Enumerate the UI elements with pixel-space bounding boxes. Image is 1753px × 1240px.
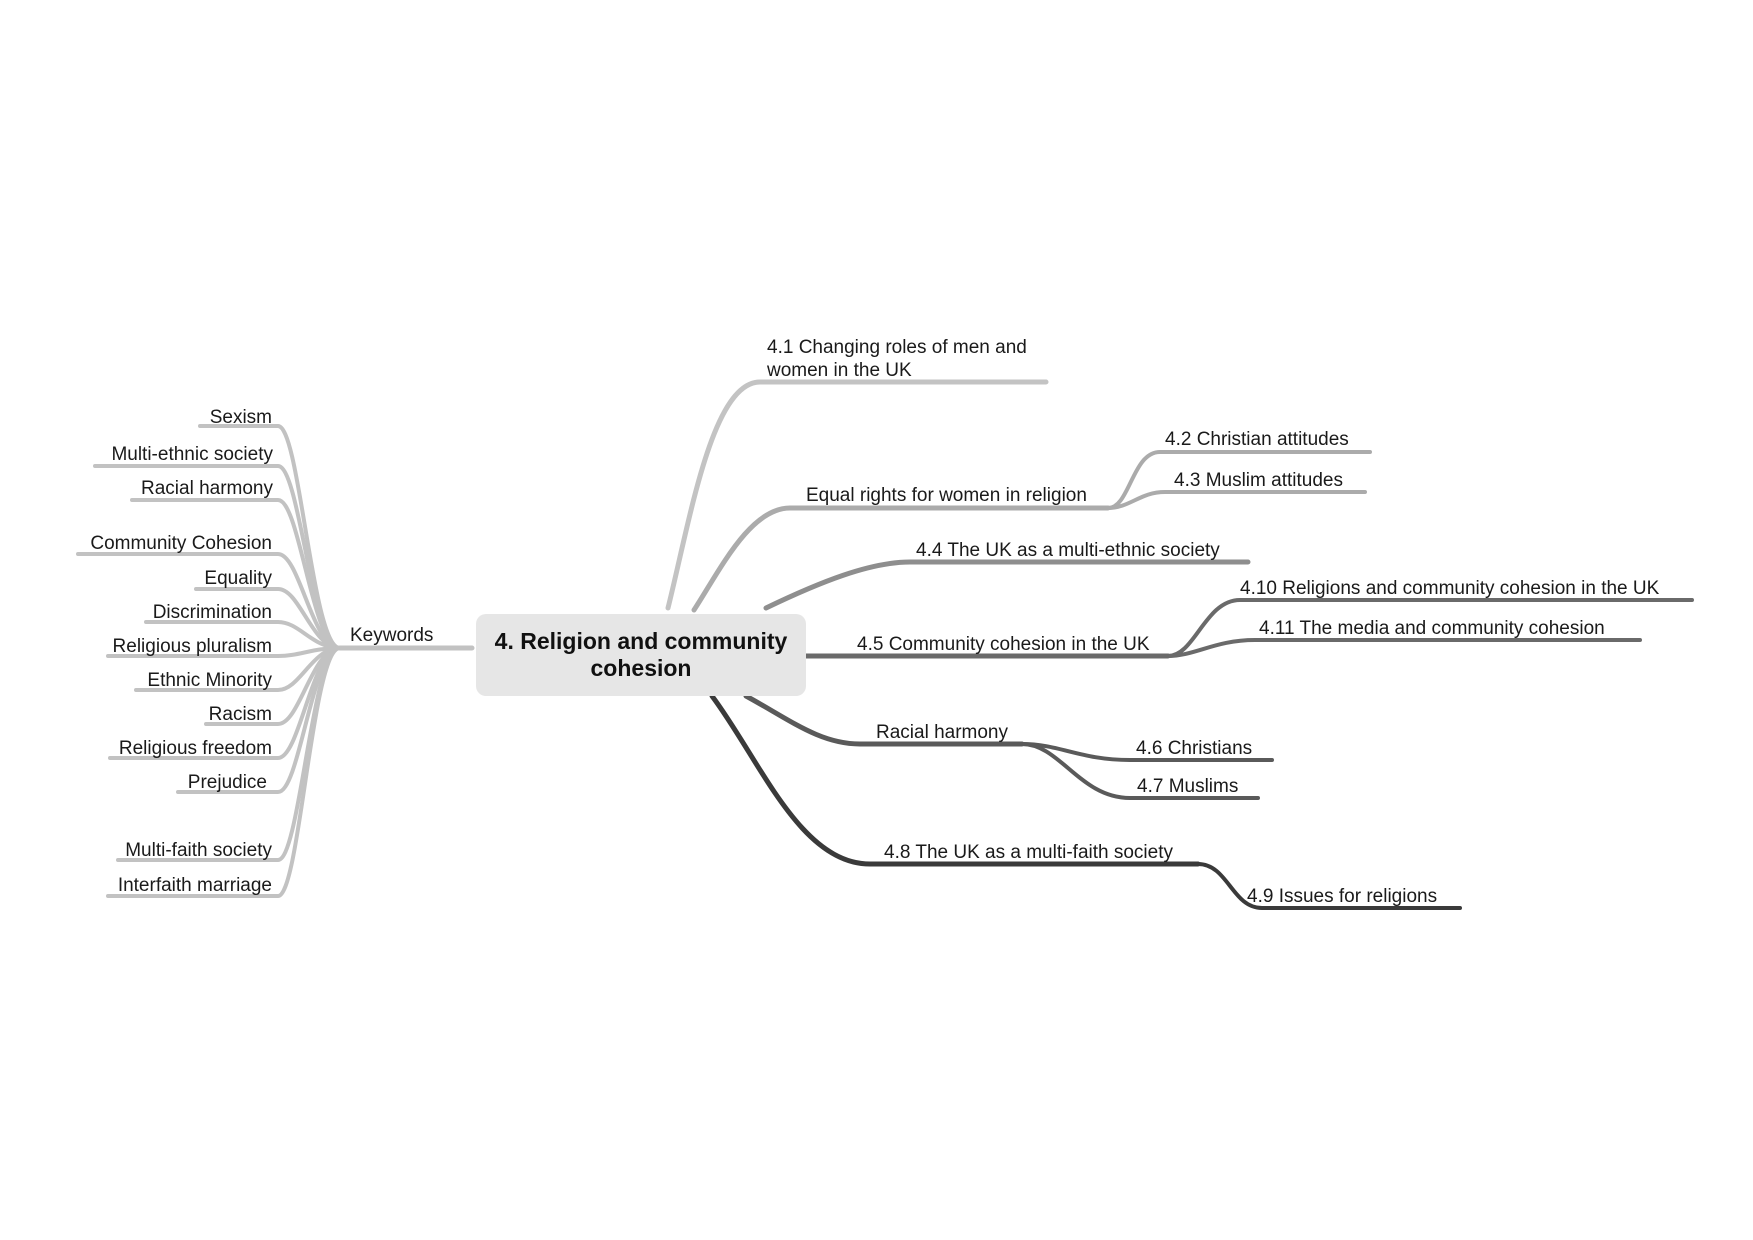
connector-4-11 xyxy=(1166,638,1642,658)
topic-4-8[interactable]: 4.8 The UK as a multi-faith society xyxy=(884,842,1173,863)
keyword-item[interactable]: Racial harmony xyxy=(141,478,273,499)
keyword-connector xyxy=(106,646,342,898)
topic-4-4[interactable]: 4.4 The UK as a multi-ethnic society xyxy=(916,540,1220,561)
connector-4-4 xyxy=(763,559,1251,611)
topic-4-9[interactable]: 4.9 Issues for religions xyxy=(1247,886,1438,907)
central-topic[interactable]: 4. Religion and community cohesion xyxy=(476,614,806,696)
keyword-item[interactable]: Discrimination xyxy=(152,602,272,623)
connector-equal-rights xyxy=(691,505,1111,613)
topic-equal-rights[interactable]: Equal rights for women in religion xyxy=(806,485,1087,506)
keyword-item[interactable]: Multi-faith society xyxy=(125,840,272,861)
central-topic-label: 4. Religion and community cohesion xyxy=(494,628,788,681)
topic-4-11[interactable]: 4.11 The media and community cohesion xyxy=(1259,618,1605,639)
keyword-item[interactable]: Prejudice xyxy=(187,772,267,793)
connector-4-7 xyxy=(1020,742,1260,800)
topic-4-7[interactable]: 4.7 Muslims xyxy=(1137,776,1239,797)
keywords-connectors xyxy=(76,424,475,898)
keyword-item[interactable]: Racism xyxy=(208,704,272,725)
connector-4-9 xyxy=(1196,862,1462,910)
keywords-topic[interactable]: Keywords xyxy=(350,625,434,646)
topic-4-10[interactable]: 4.10 Religions and community cohesion in… xyxy=(1240,578,1660,599)
connector-4-3 xyxy=(1106,490,1367,510)
connector-racial-harmony xyxy=(743,693,1025,747)
keyword-item[interactable]: Ethnic Minority xyxy=(147,670,272,691)
keyword-item[interactable]: Religious pluralism xyxy=(112,636,272,657)
topic-racial-harmony[interactable]: Racial harmony xyxy=(876,722,1008,743)
topic-4-6[interactable]: 4.6 Christians xyxy=(1136,738,1253,759)
keyword-item[interactable]: Multi-ethnic society xyxy=(111,444,273,465)
keyword-item[interactable]: Equality xyxy=(204,568,272,589)
topic-4-2[interactable]: 4.2 Christian attitudes xyxy=(1165,429,1349,450)
connector-4-1 xyxy=(665,379,1049,611)
topic-4-3[interactable]: 4.3 Muslim attitudes xyxy=(1174,470,1343,491)
topic-4-5[interactable]: 4.5 Community cohesion in the UK xyxy=(857,634,1150,655)
keyword-item[interactable]: Sexism xyxy=(209,407,272,428)
topic-4-1[interactable]: 4.1 Changing roles of men and women in t… xyxy=(767,337,1027,381)
keyword-item[interactable]: Interfaith marriage xyxy=(117,875,272,896)
keyword-item[interactable]: Community Cohesion xyxy=(90,533,272,554)
connector-4-8 xyxy=(709,693,1201,867)
branch-connectors xyxy=(665,379,1694,910)
keyword-item[interactable]: Religious freedom xyxy=(118,738,272,759)
